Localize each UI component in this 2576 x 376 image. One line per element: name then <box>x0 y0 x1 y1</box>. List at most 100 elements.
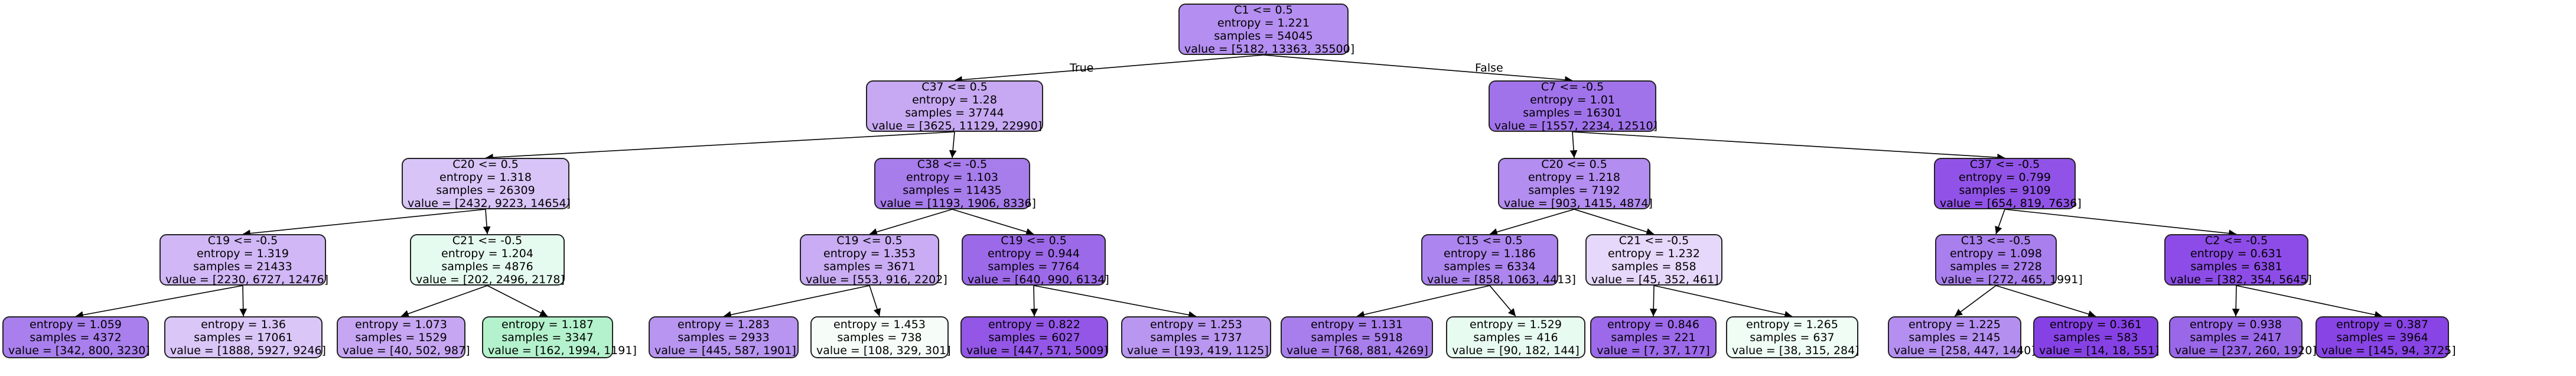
node-entropy: entropy = 1.318 <box>439 170 532 184</box>
node-value: value = [768, 881, 4269] <box>1287 343 1428 357</box>
node-samples: samples = 54045 <box>1214 29 1313 43</box>
node-value: value = [7, 37, 177] <box>1597 343 1710 357</box>
node-samples: samples = 21433 <box>193 260 292 273</box>
node-value: value = [903, 1415, 4874] <box>1504 196 1653 210</box>
node-condition: C20 <= 0.5 <box>452 157 519 171</box>
node-entropy: entropy = 1.103 <box>906 170 998 184</box>
node-samples: samples = 9109 <box>1959 183 2051 197</box>
node-entropy: entropy = 1.204 <box>441 247 533 260</box>
node-condition: C7 <= -0.5 <box>1541 80 1604 93</box>
node-entropy: entropy = 1.319 <box>197 247 289 260</box>
node-condition: C1 <= 0.5 <box>1234 3 1293 17</box>
node-entropy: entropy = 1.186 <box>1444 247 1536 260</box>
tree-edge <box>954 54 1264 84</box>
node-condition: C19 <= -0.5 <box>207 234 278 247</box>
tree-edge <box>1356 285 1490 319</box>
node-entropy: entropy = 0.799 <box>1959 170 2051 184</box>
node-samples: samples = 2933 <box>678 330 770 344</box>
node-value: value = [162, 1994, 1191] <box>488 343 637 357</box>
node-condition: C2 <= -0.5 <box>2204 234 2268 247</box>
tree-edge <box>485 131 955 161</box>
node-value: value = [272, 465, 1991] <box>1941 273 2083 286</box>
node-value: value = [382, 354, 5645] <box>2170 273 2312 286</box>
node-entropy: entropy = 1.073 <box>355 317 447 331</box>
node-value: value = [2432, 9223, 14654] <box>408 196 571 210</box>
node-condition: C38 <= -0.5 <box>917 157 988 171</box>
node-entropy: entropy = 1.221 <box>1217 16 1310 30</box>
node-value: value = [553, 916, 2202] <box>806 273 947 286</box>
node-value: value = [90, 182, 144] <box>1452 343 1580 357</box>
tree-edge <box>1995 209 2005 235</box>
node-samples: samples = 11435 <box>903 183 1002 197</box>
node-value: value = [237, 260, 1920] <box>2175 343 2317 357</box>
node-samples: samples = 6381 <box>2190 260 2282 273</box>
node-entropy: entropy = 0.846 <box>1607 317 1699 331</box>
tree-edge <box>952 209 1034 236</box>
node-samples: samples = 637 <box>1750 330 1835 344</box>
node-entropy: entropy = 1.28 <box>912 93 997 106</box>
node-samples: samples = 3671 <box>823 260 916 273</box>
node-entropy: entropy = 1.283 <box>678 317 770 331</box>
tree-edge <box>1954 285 1997 317</box>
node-samples: samples = 2145 <box>1909 330 2001 344</box>
node-entropy: entropy = 0.938 <box>2190 317 2282 331</box>
node-entropy: entropy = 1.265 <box>1746 317 1838 331</box>
node-samples: samples = 1529 <box>355 330 447 344</box>
node-value: value = [1193, 1906, 8336] <box>880 196 1036 210</box>
node-condition: C19 <= 0.5 <box>1001 234 1067 247</box>
node-samples: samples = 858 <box>1611 260 1696 273</box>
tree-edge <box>75 285 243 319</box>
node-value: value = [38, 315, 284] <box>1732 343 1859 357</box>
node-samples: samples = 6334 <box>1444 260 1536 273</box>
node-value: value = [1557, 2234, 12510] <box>1494 119 1658 132</box>
tree-edge <box>869 209 953 236</box>
node-samples: samples = 7764 <box>988 260 1080 273</box>
node-samples: samples = 4372 <box>30 330 122 344</box>
node-entropy: entropy = 1.131 <box>1311 317 1403 331</box>
true-branch-label: True <box>1070 61 1094 74</box>
tree-edge <box>1572 131 2005 161</box>
node-samples: samples = 221 <box>1611 330 1696 344</box>
tree-edge <box>949 131 957 158</box>
node-entropy: entropy = 1.253 <box>1150 317 1242 331</box>
node-entropy: entropy = 1.529 <box>1470 317 1562 331</box>
node-value: value = [5182, 13363, 35500] <box>1184 42 1355 56</box>
tree-edge <box>400 285 488 317</box>
node-condition: C15 <= 0.5 <box>1457 234 1523 247</box>
node-entropy: entropy = 1.453 <box>833 317 926 331</box>
node-entropy: entropy = 0.631 <box>2190 247 2282 260</box>
node-condition: C19 <= 0.5 <box>836 234 903 247</box>
tree-edge <box>242 209 486 238</box>
node-value: value = [342, 800, 3230] <box>8 343 150 357</box>
node-entropy: entropy = 0.944 <box>988 247 1080 260</box>
node-samples: samples = 17061 <box>194 330 293 344</box>
node-samples: samples = 4876 <box>441 260 533 273</box>
node-value: value = [1888, 5927, 9246] <box>170 343 326 357</box>
node-entropy: entropy = 1.232 <box>1608 247 1700 260</box>
node-samples: samples = 3964 <box>2336 330 2428 344</box>
tree-edge <box>1489 209 1575 236</box>
tree-edge <box>1653 285 1793 319</box>
node-value: value = [640, 990, 6134] <box>968 273 1109 286</box>
node-samples: samples = 7192 <box>1528 183 1620 197</box>
node-samples: samples = 738 <box>837 330 922 344</box>
tree-edge <box>869 285 881 317</box>
